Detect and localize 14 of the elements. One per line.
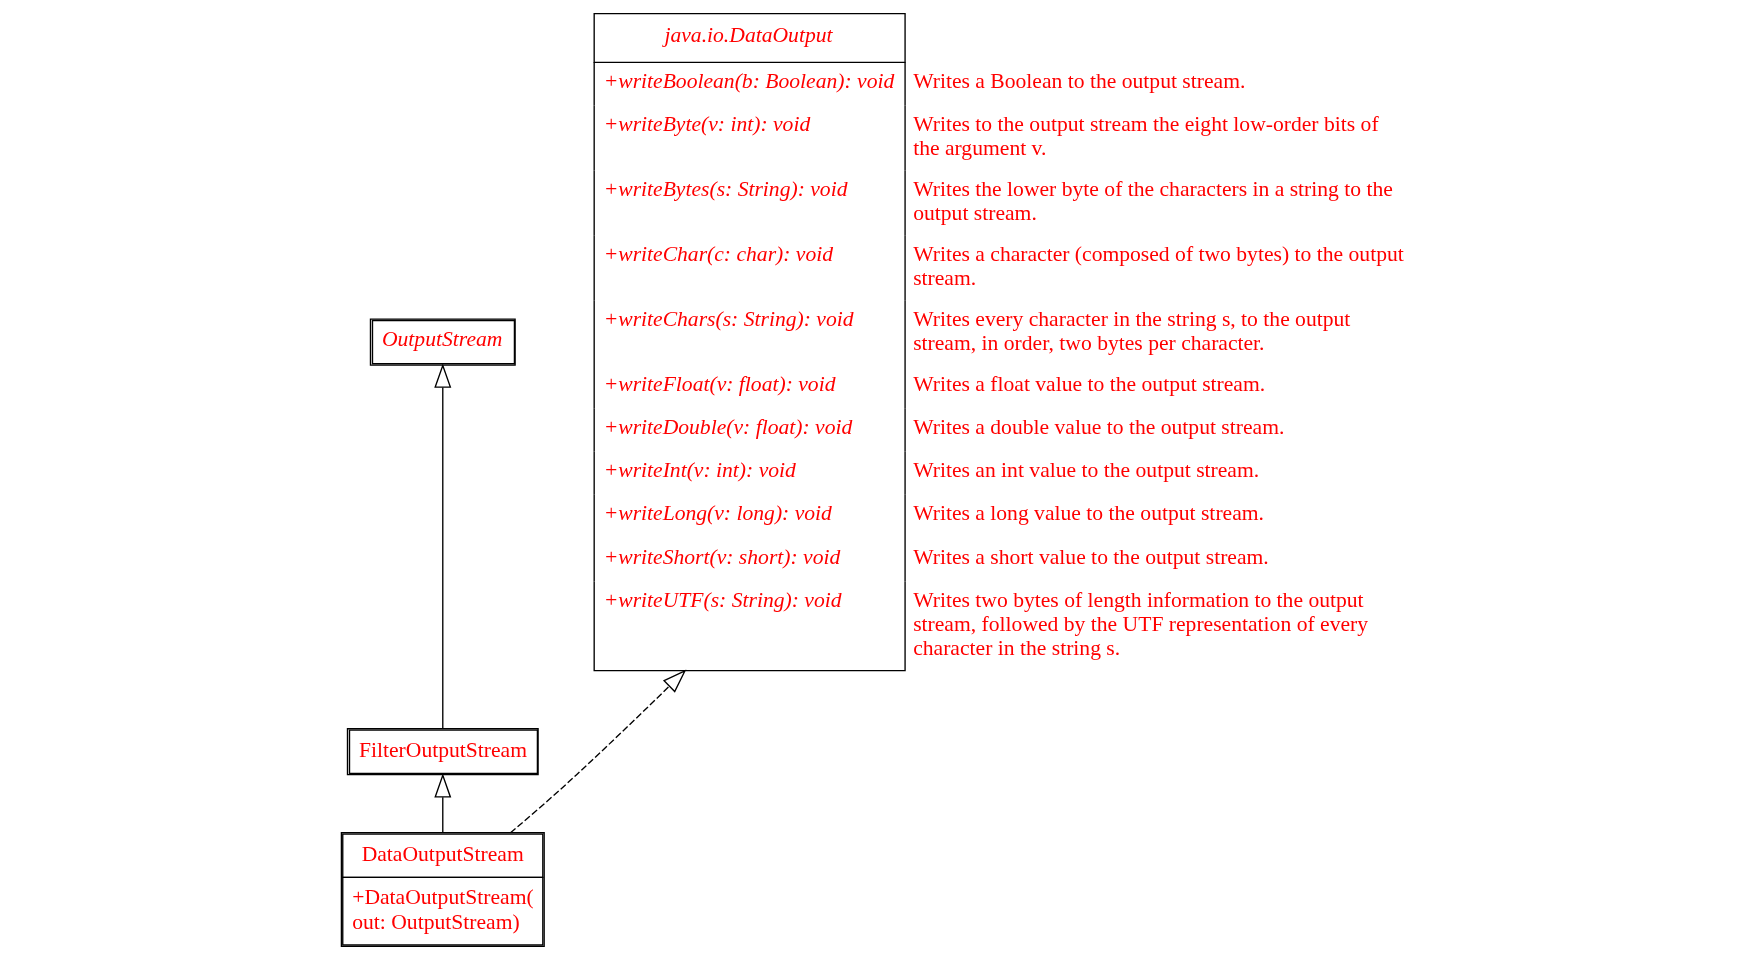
node-label: Writes two bytes of length information to the output stream, followed by the UTF representation of every character in the string s. <box>913 587 1369 661</box>
node-label: Writes a long value to the output stream. <box>913 501 1264 526</box>
node-label: Writes a short value to the output stream. <box>913 544 1269 569</box>
node-label: Writes a float value to the output stream. <box>913 371 1266 396</box>
node-label: Writes every character in the string s, to the output stream, in order, two bytes per character. <box>913 306 1351 355</box>
node-label: Writes a Boolean to the output stream. <box>913 68 1246 93</box>
node-label: Writes the lower byte of the characters in a string to the output stream. <box>913 176 1393 226</box>
arrow <box>434 773 452 834</box>
node-label: Writes a character (composed of two bytes) to the output stream. <box>913 241 1404 291</box>
node-label: Writes a double value to the output stream. <box>913 414 1285 439</box>
node-label: Writes to the output stream the eight low-order bits of the argument v. <box>913 111 1379 161</box>
arrow <box>509 669 687 834</box>
arrow <box>434 363 452 730</box>
node-label: Writes an int value to the output stream. <box>913 458 1260 483</box>
